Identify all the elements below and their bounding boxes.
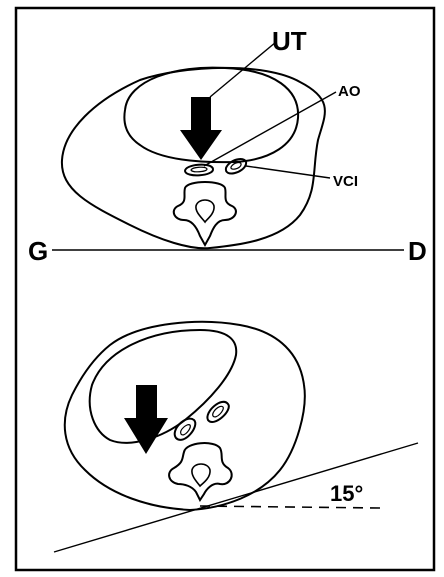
vci-leader <box>246 166 330 178</box>
tilt-line <box>54 443 418 552</box>
horizontal-reference-dashed <box>200 506 380 508</box>
frame-border <box>16 8 434 570</box>
compression-arrow-top <box>180 97 222 160</box>
label-ut: UT <box>272 26 307 56</box>
label-vci: VCI <box>333 173 358 190</box>
ut-leader <box>210 42 276 97</box>
body-outline-top <box>62 68 325 248</box>
bottom-panel-tilted: 15° <box>54 322 418 552</box>
body-outline-bottom <box>65 322 305 510</box>
aorta-top <box>185 165 213 176</box>
top-panel-supine: UT AO VCI G D <box>28 26 427 266</box>
vertebra-bottom <box>169 443 232 500</box>
vertebra-top <box>174 182 236 245</box>
vena-cava-bottom <box>207 402 228 422</box>
label-ao: AO <box>338 83 361 100</box>
label-tilt-angle: 15° <box>330 481 363 506</box>
label-g: G <box>28 236 48 266</box>
aorta-bottom <box>175 419 196 440</box>
label-d: D <box>408 236 427 266</box>
uterus-outline-top <box>124 68 298 163</box>
